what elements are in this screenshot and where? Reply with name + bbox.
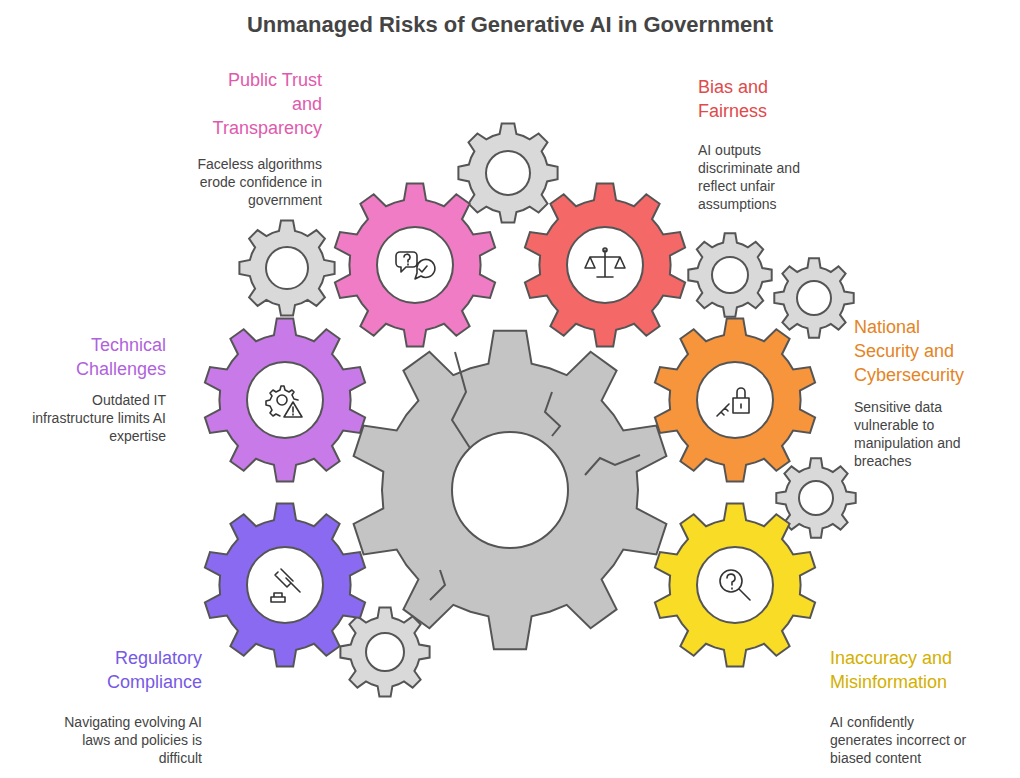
gear-hub: [247, 547, 323, 623]
risk-description: Navigating evolving AI laws and policies…: [58, 713, 202, 767]
gear-hub: [697, 547, 773, 623]
small-gear: [458, 123, 557, 222]
risk-gear: Regulatory ComplianceNavigating evolving…: [203, 503, 367, 667]
gear-body: [655, 503, 815, 666]
gear-body: [655, 318, 815, 481]
gear-body: [525, 183, 685, 346]
gear-hub: [697, 362, 773, 438]
risk-icon: [396, 252, 435, 279]
risk-heading: Inaccuracy and Misinformation: [830, 646, 975, 694]
gear-hub: [799, 481, 833, 515]
small-gear: [239, 220, 334, 315]
risk-heading: Regulatory Compliance: [92, 646, 202, 694]
gear-hub: [377, 227, 453, 303]
gear-hub: [486, 151, 530, 195]
risk-icon: [717, 388, 749, 416]
gear-body: [335, 183, 495, 346]
gear-hub: [266, 247, 308, 289]
risk-heading: Technical Challenges: [56, 333, 166, 381]
risk-heading: Bias and Fairness: [698, 75, 803, 123]
risk-description: Faceless algorithms erode confidence in …: [182, 155, 322, 209]
risk-description: Outdated IT infrastructure limits AI exp…: [26, 391, 166, 445]
risk-gear: Technical ChallengesOutdated IT infrastr…: [203, 318, 367, 482]
risk-heading: Public Trust and Transparency: [202, 68, 322, 140]
risk-description: AI outputs discriminate and reflect unfa…: [698, 141, 818, 213]
small-gear: [340, 607, 429, 696]
gear-crack: [585, 455, 640, 475]
risk-gear: Public Trust and TransparencyFaceless al…: [333, 183, 497, 347]
risk-gear: Bias and FairnessAI outputs discriminate…: [523, 183, 687, 347]
risk-icon: [271, 569, 300, 602]
gear-outline: [203, 503, 367, 667]
risk-gear: Inaccuracy and MisinformationAI confiden…: [653, 503, 817, 667]
gear-body: [205, 503, 365, 666]
gear-hub: [247, 362, 323, 438]
gear-hub: [567, 227, 643, 303]
gear-body: [205, 318, 365, 481]
gear-hub: [797, 281, 831, 315]
diagram-title: Unmanaged Risks of Generative AI in Gove…: [0, 12, 1020, 38]
risk-description: Sensitive data vulnerable to manipulatio…: [854, 398, 976, 470]
risk-icon: [585, 248, 625, 277]
risk-gear: National Security and CybersecuritySensi…: [653, 318, 817, 482]
gear-outline: [653, 503, 817, 667]
risk-heading: National Security and Cybersecurity: [854, 315, 982, 387]
gear-crack: [452, 352, 470, 448]
gear-outline: [203, 318, 367, 482]
risk-icon: [266, 386, 302, 417]
gear-crack: [545, 392, 560, 436]
risk-icon: [720, 570, 750, 600]
gear-hub: [712, 257, 748, 293]
small-gear: [774, 258, 853, 337]
gear-outline: [653, 318, 817, 482]
gear-hub: [366, 633, 404, 671]
risk-description: AI confidently generates incorrect or bi…: [830, 713, 970, 767]
gear-outline: [333, 183, 497, 347]
gear-hub: [452, 432, 568, 548]
gear-outline: [523, 183, 687, 347]
gear-crack: [430, 570, 445, 600]
small-gear: [688, 233, 771, 316]
central-gear: [354, 331, 667, 649]
